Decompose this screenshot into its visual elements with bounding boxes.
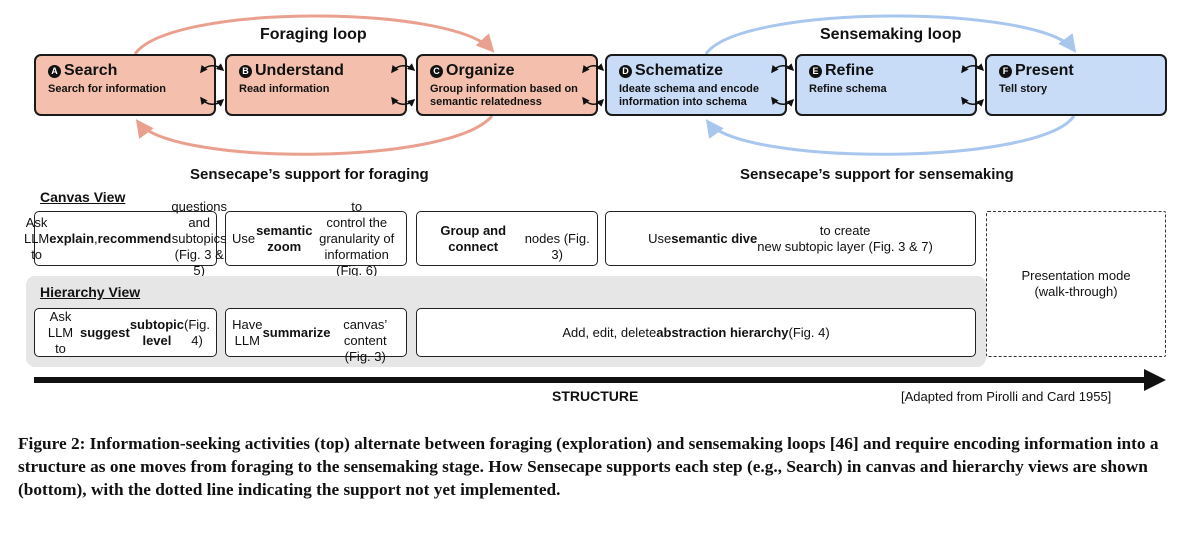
- structure-label: STRUCTURE: [552, 388, 639, 404]
- step-title: Refine: [825, 62, 874, 79]
- foraging-loop-bottom-arc: [135, 115, 494, 156]
- hierarchy-card-abstraction: Add, edit, delete abstraction hierarchy …: [416, 308, 976, 357]
- presentation-mode-sublabel: (walk-through): [1034, 284, 1118, 299]
- step-title: Schematize: [635, 62, 724, 79]
- canvas-view-title: Canvas View: [40, 189, 126, 205]
- structure-axis-line: [34, 377, 1144, 383]
- step-letter-badge: A: [48, 64, 61, 78]
- step-title: Organize: [446, 62, 515, 79]
- source-attribution: [Adapted from Pirolli and Card 1955]: [901, 389, 1112, 404]
- step-letter-badge: F: [999, 64, 1012, 78]
- foraging-loop-title: Foraging loop: [260, 26, 367, 43]
- step-description: Tell story: [999, 83, 1048, 95]
- foraging-loop-top-arc: [133, 14, 495, 55]
- step-description: Ideate schema and encode information int…: [619, 83, 759, 108]
- step-title: Present: [1015, 62, 1074, 79]
- step-letter-badge: E: [809, 64, 822, 78]
- step-letter-badge: B: [239, 64, 252, 78]
- step-letter-badge: C: [430, 64, 443, 78]
- presentation-mode-card: Presentation mode (walk-through): [986, 211, 1166, 357]
- bidirectional-curved-arrow-icon: [391, 63, 416, 107]
- arrow-right-icon: [1144, 369, 1166, 391]
- foraging-support-title: Sensecape’s support for foraging: [190, 166, 429, 183]
- figure-caption: Figure 2: Information-seeking activities…: [18, 434, 1159, 499]
- sensemaking-loop-bottom-arc: [705, 115, 1076, 156]
- hierarchy-view-title: Hierarchy View: [40, 284, 141, 300]
- bidirectional-curved-arrow-icon: [582, 63, 605, 107]
- sensemaking-loop-title: Sensemaking loop: [820, 26, 962, 43]
- step-description: Group information based on semantic rela…: [430, 83, 578, 108]
- step-description: Refine schema: [809, 83, 887, 95]
- step-title: Search: [64, 62, 118, 79]
- step-letter-badge: D: [619, 64, 632, 78]
- bidirectional-curved-arrow-icon: [961, 63, 985, 107]
- sensemaking-support-title: Sensecape’s support for sensemaking: [740, 166, 1014, 183]
- sensemaking-loop-top-arc: [704, 14, 1077, 55]
- step-description: Read information: [239, 83, 330, 95]
- bidirectional-curved-arrow-icon: [200, 63, 225, 107]
- presentation-mode-label: Presentation mode: [1021, 268, 1131, 283]
- step-title: Understand: [255, 62, 344, 79]
- step-description: Search for information: [48, 83, 166, 95]
- bidirectional-curved-arrow-icon: [771, 63, 795, 107]
